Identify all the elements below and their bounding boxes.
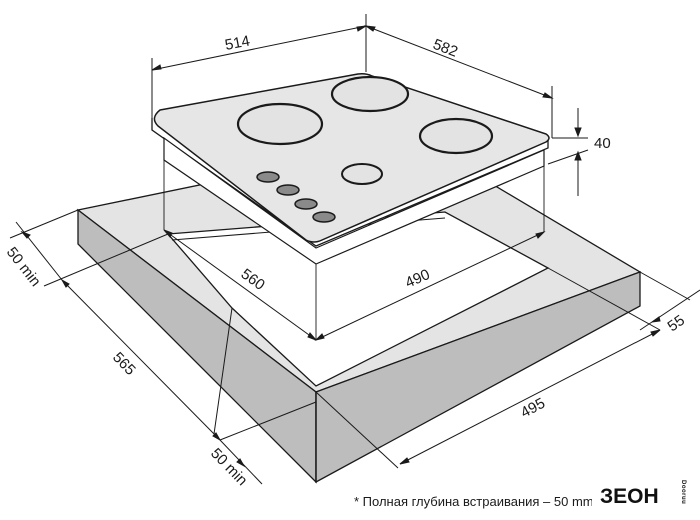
- knob-4: [312, 211, 336, 223]
- burner-right: [418, 117, 494, 155]
- footnote-install-depth: * Полная глубина встраивания – 50 mm: [354, 494, 594, 509]
- dim-label-clearance-right: 55: [665, 312, 688, 335]
- dim-label-height: 40: [594, 135, 611, 152]
- dim-label-counter-width: 495: [518, 395, 548, 422]
- dimension-lines: [9, 14, 700, 485]
- dim-label-cutout-depth: 560: [238, 265, 268, 293]
- countertop-panel: [76, 139, 642, 484]
- knob-1: [256, 171, 280, 183]
- knob-3: [294, 198, 318, 210]
- burner-back: [330, 75, 410, 113]
- dim-label-clearance-front: 50 min: [207, 445, 251, 489]
- logo-sub-text: Dooruu: [680, 480, 686, 504]
- logo-main-text: ЗЕОН: [600, 485, 659, 508]
- dim-label-clearance-left: 50 min: [3, 244, 44, 290]
- dim-label-width-top: 514: [224, 32, 252, 53]
- dim-label-depth-top: 582: [431, 36, 460, 61]
- brand-logo: ЗЕОН Dooruu: [592, 480, 686, 508]
- knob-2: [276, 184, 300, 196]
- dim-label-cutout-width: 490: [403, 266, 433, 292]
- burner-large-left: [236, 102, 324, 146]
- countertop-front-left-face: [77, 208, 317, 484]
- burner-small-front: [341, 163, 383, 185]
- hob: [151, 73, 550, 340]
